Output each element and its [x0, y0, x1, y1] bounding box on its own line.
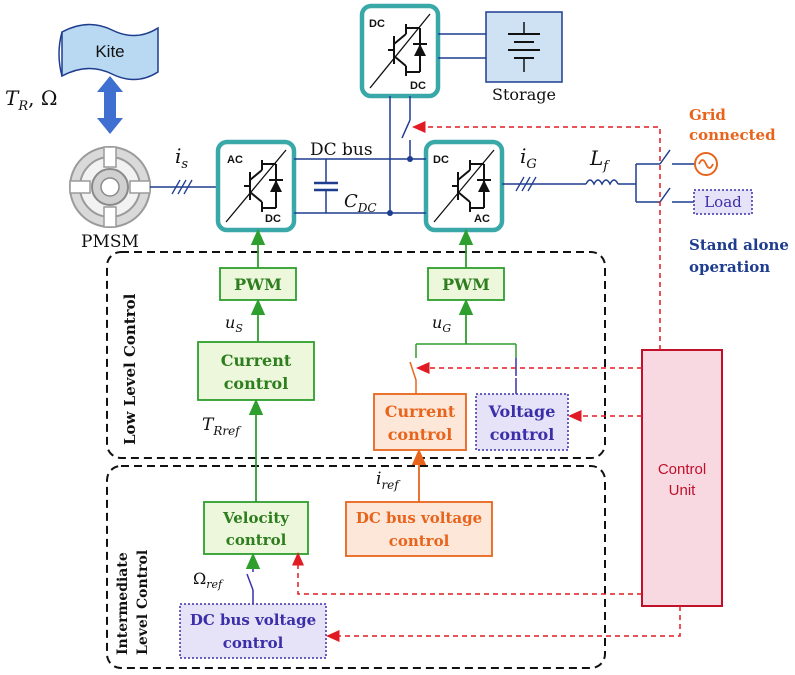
- current-control-right-line1: Current: [385, 402, 456, 421]
- conv2-dc-label: DC: [433, 154, 449, 166]
- low-level-control-label: Low Level Control: [121, 293, 139, 445]
- torque-speed-label: TR, Ω: [5, 86, 57, 114]
- pmsm-label: PMSM: [81, 232, 139, 252]
- output-switch-branch: [618, 149, 694, 203]
- intermediate-label-line2: Level Control: [135, 550, 151, 655]
- mode-selector-switches: [409, 343, 517, 394]
- conv1-ac-label: AC: [227, 154, 243, 166]
- kite-label: Kite: [95, 42, 124, 61]
- current-control-left-line2: control: [224, 374, 289, 393]
- machine-side-converter: AC DC: [215, 139, 297, 233]
- voltage-control-line1: Voltage: [488, 402, 556, 421]
- dcbv-purple-line2: control: [223, 634, 284, 652]
- iref-label: iref: [376, 469, 401, 492]
- current-control-left-line1: Current: [221, 351, 292, 370]
- current-control-left-block: [197, 341, 315, 401]
- control-unit-line2: Unit: [669, 482, 697, 499]
- conv2-ac-label: AC: [474, 213, 490, 225]
- low-level-control-group: [106, 251, 606, 459]
- dcbv-orange-line2: control: [389, 532, 450, 550]
- grid-connected-line2: connected: [689, 126, 776, 144]
- pmsm-machine-icon: [69, 146, 151, 228]
- three-phase-marks-right: [515, 176, 537, 192]
- control-unit-line1: Control: [658, 461, 706, 478]
- velocity-control-line2: control: [226, 531, 287, 549]
- kite-pmsm-double-arrow: [97, 76, 123, 134]
- conv3-dc-bottom-label: DC: [410, 80, 426, 92]
- filter-inductor: [585, 179, 619, 186]
- intermediate-level-control-group: [106, 465, 606, 669]
- velocity-control-line1: Velocity: [222, 509, 290, 527]
- grid-source-icon: [694, 152, 718, 176]
- control-unit-block: [641, 349, 723, 607]
- ug-label: uG: [432, 313, 451, 335]
- dc-bus-label: DC bus: [310, 140, 373, 160]
- dc-bus-voltage-control-orange: [345, 501, 493, 557]
- grid-current-label: iG: [520, 144, 537, 172]
- intermediate-label-line1: Intermediate: [115, 552, 131, 655]
- kite-block: Kite: [58, 23, 159, 81]
- conv3-dc-top-label: DC: [369, 18, 385, 30]
- grid-connected-line1: Grid: [689, 106, 726, 124]
- dcbv-orange-line1: DC bus voltage: [356, 509, 482, 527]
- dc-bus-capacitor: [314, 159, 338, 213]
- load-box: [693, 189, 753, 215]
- storage-node-bottom: [387, 210, 393, 216]
- storage-converter: DC DC: [359, 3, 441, 99]
- omega-ref-switch: [246, 560, 254, 604]
- standalone-line2: operation: [689, 258, 770, 276]
- stator-current-label: is: [175, 144, 188, 172]
- omega-ref-label: Ωref: [193, 569, 224, 591]
- conv1-dc-label: DC: [265, 213, 281, 225]
- current-control-right-line2: control: [388, 425, 453, 444]
- storage-branch: [389, 96, 411, 213]
- load-label: Load: [704, 193, 742, 211]
- current-control-right-block: [373, 393, 467, 451]
- pwm-left-label: PWM: [234, 275, 282, 294]
- voltage-control-line2: control: [490, 425, 555, 444]
- pwm-block-left: [219, 267, 297, 301]
- us-label: uS: [225, 313, 243, 335]
- control-signals: [292, 121, 681, 642]
- trref-label: TRref: [202, 415, 242, 438]
- filter-inductor-label: Lf: [589, 146, 610, 174]
- dc-bus-voltage-control-purple: [179, 603, 327, 659]
- capacitor-label: CDC: [344, 191, 377, 215]
- three-phase-marks-left: [171, 179, 193, 195]
- pwm-right-label: PWM: [442, 275, 490, 294]
- standalone-line1: Stand alone: [689, 236, 789, 254]
- voltage-control-block: [475, 393, 569, 451]
- storage-label: Storage: [492, 85, 556, 104]
- dcbv-purple-line1: DC bus voltage: [190, 611, 316, 629]
- storage-node-top: [407, 156, 413, 162]
- grid-side-converter: DC AC: [423, 139, 505, 233]
- storage-battery: [485, 11, 563, 83]
